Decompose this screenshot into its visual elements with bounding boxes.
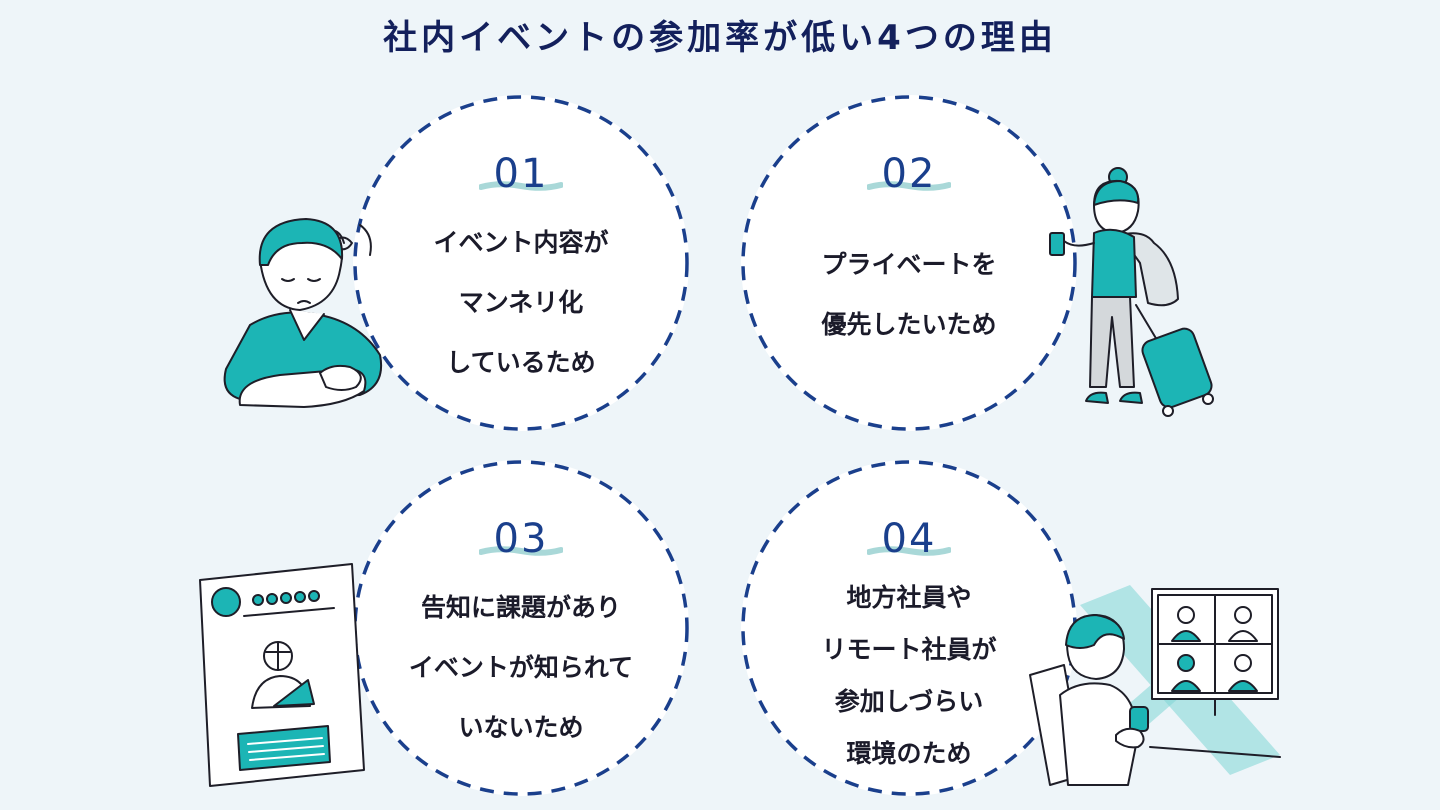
event-poster-icon [199,563,365,787]
reason-number: 02 [881,151,937,197]
reason-line: 環境のため [846,739,972,768]
reason-circle-02: 02 プライベートを 優先したいため [741,95,1077,431]
reason-line: しているため [446,348,596,377]
reason-line: いないため [458,713,584,742]
reason-number: 01 [493,151,549,197]
reason-circle-03: 03 告知に課題があり イベントが知られて いないため [353,460,689,796]
reason-text: 告知に課題があり イベントが知られて いないため [383,578,659,758]
reason-number: 04 [881,516,937,562]
reason-line: イベント内容が [433,228,609,257]
reason-text: イベント内容が マンネリ化 しているため [383,213,659,393]
reason-line: イベントが知られて [408,653,634,682]
reason-number: 03 [493,516,549,562]
tired-person-icon [223,218,382,408]
reason-line: 参加しづらい [834,687,984,716]
reason-line: 告知に課題があり [420,593,621,622]
reason-circle-01: 01 イベント内容が マンネリ化 しているため [353,95,689,431]
page-title: 社内イベントの参加率が低い4つの理由 [383,18,1057,58]
reason-text: 地方社員や リモート社員が 参加しづらい 環境のため [771,572,1047,780]
reason-text: プライベートを 優先したいため [771,235,1047,355]
reason-line: プライベートを [821,250,997,279]
reason-line: リモート社員が [821,635,997,664]
reason-line: 地方社員や [846,583,972,612]
reason-line: 優先したいため [821,310,997,339]
traveler-with-suitcase-icon [1049,167,1214,417]
video-conference-icon [1029,585,1281,786]
reason-line: マンネリ化 [458,288,584,317]
